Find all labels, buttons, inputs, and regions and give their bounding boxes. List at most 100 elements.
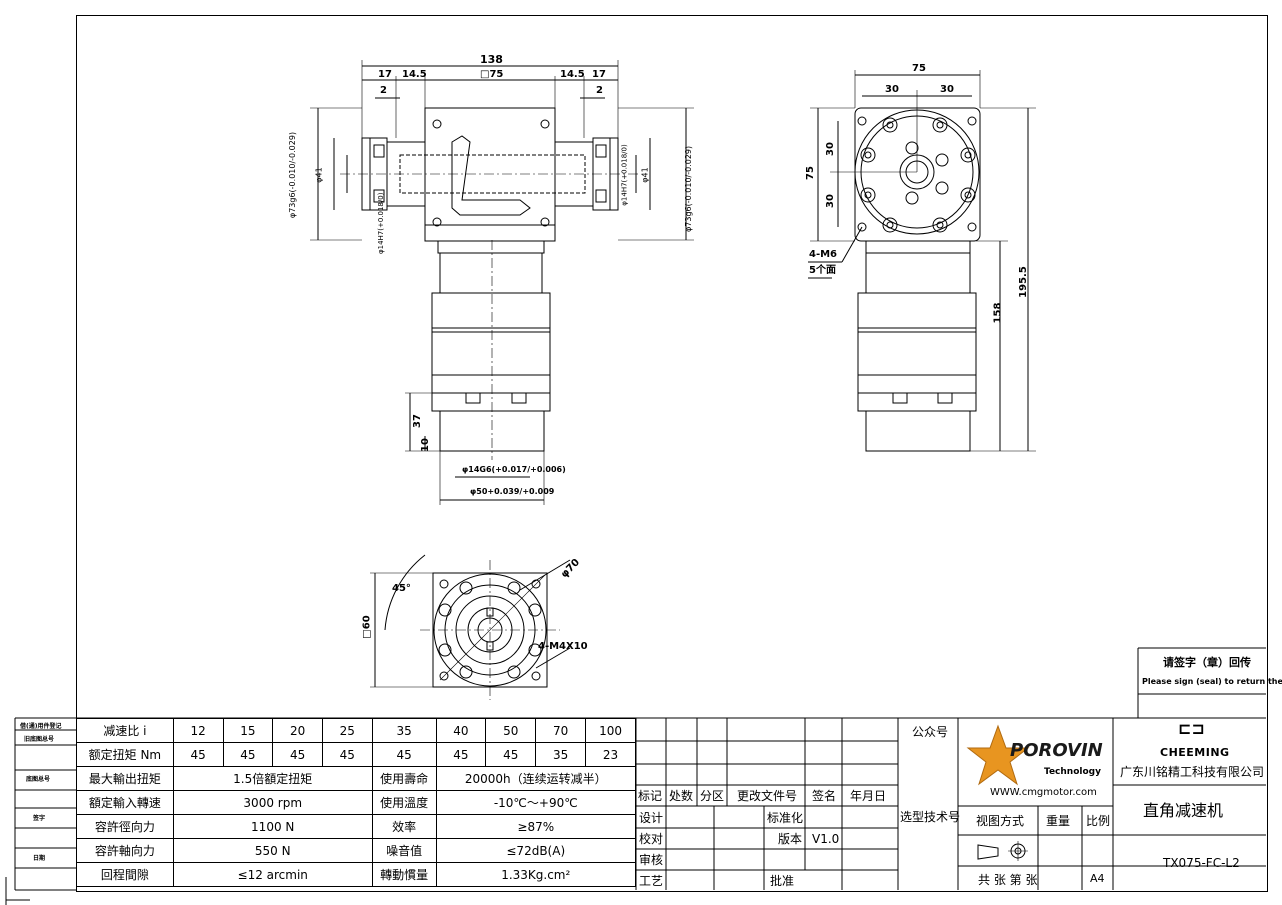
torque-row: 额定扭矩 Nm 45 45 45 45 45 45 45 35 23 bbox=[76, 742, 636, 767]
spec-label: 容許軸向力 bbox=[76, 838, 174, 863]
gearbox-body bbox=[424, 107, 556, 242]
dim-right-dia-14: φ14H7(+0.018/0) bbox=[620, 144, 629, 206]
spec-row: 回程間隙 ≤12 arcmin 轉動慣量 1.33Kg.cm² bbox=[76, 862, 637, 887]
spec-value: -10℃～+90℃ bbox=[435, 790, 637, 815]
dim-side-v30-bot: 30 bbox=[824, 194, 836, 208]
dim-side-30-left: 30 bbox=[885, 84, 899, 95]
dim-right-17: 17 bbox=[592, 69, 606, 80]
ratio-label: 减速比 i bbox=[76, 718, 174, 743]
label-approve: 批准 bbox=[770, 874, 795, 888]
stamp-date: 日期 bbox=[33, 855, 46, 862]
spec-row: 容許軸向力 550 N 噪音值 ≤72dB(A) bbox=[76, 838, 637, 863]
dim-shaft-37: 37 bbox=[411, 414, 423, 428]
dim-center-sq: □75 bbox=[480, 69, 504, 80]
spec-table: 减速比 i 12 15 20 25 35 40 50 70 100 额定扭矩 N… bbox=[76, 718, 637, 887]
dim-left-dia-14: φ14H7(+0.018/0) bbox=[377, 192, 385, 254]
torque-cell: 35 bbox=[535, 742, 587, 767]
company-logo: CHEEMING bbox=[1160, 746, 1230, 759]
rev-header-zone: 分区 bbox=[700, 789, 725, 803]
spec-row: 額定輸入轉速 3000 rpm 使用溫度 -10℃～+90℃ bbox=[76, 790, 637, 815]
dim-shaft-dia-14: φ14G6(+0.017/+0.006) bbox=[462, 465, 566, 474]
label-scale: 比例 bbox=[1086, 814, 1111, 828]
torque-cell: 45 bbox=[435, 742, 487, 767]
spec-label: 容許徑向力 bbox=[76, 814, 174, 839]
rev-header-count: 处数 bbox=[669, 789, 694, 803]
label-wechat: 公众号 bbox=[912, 725, 949, 739]
ratio-cell: 70 bbox=[535, 718, 587, 743]
dim-left-2: 2 bbox=[380, 85, 387, 96]
label-select-tech: 选型技术号 bbox=[900, 810, 961, 824]
spec-value: 20000h（连续运转减半） bbox=[435, 766, 637, 791]
label-design: 设计 bbox=[639, 811, 664, 825]
dim-shaft-10: 10 bbox=[419, 438, 431, 452]
seal-title: 请签字（章）回传 bbox=[1163, 656, 1251, 669]
torque-cell: 45 bbox=[222, 742, 274, 767]
dim-side-thread: 4-M6 bbox=[809, 249, 838, 260]
rev-header-date: 年月日 bbox=[850, 789, 887, 803]
label-view-method: 视图方式 bbox=[976, 814, 1025, 828]
label-version: 版本 bbox=[778, 832, 803, 846]
spec-label: 使用壽命 bbox=[371, 766, 437, 791]
spec-value: ≥87% bbox=[435, 814, 637, 839]
seal-subtitle: Please sign (seal) to return the call bbox=[1142, 677, 1282, 686]
dim-side-30-right: 30 bbox=[940, 84, 954, 95]
model-number: TX075-FC-L2 bbox=[1163, 856, 1240, 870]
dim-total-width: 138 bbox=[480, 53, 503, 66]
dim-left-17: 17 bbox=[378, 69, 392, 80]
dim-right-2: 2 bbox=[596, 85, 603, 96]
dim-left-14-5: 14.5 bbox=[402, 69, 427, 80]
ratio-row: 减速比 i 12 15 20 25 35 40 50 70 100 bbox=[76, 718, 636, 743]
label-process: 工艺 bbox=[639, 874, 664, 888]
value-version: V1.0 bbox=[812, 832, 840, 846]
spec-row: 容許徑向力 1100 N 效率 ≥87% bbox=[76, 814, 637, 839]
dim-left-dia-41: φ41 bbox=[314, 167, 324, 183]
dim-side-158: 158 bbox=[992, 302, 1004, 324]
rev-header-sign: 签名 bbox=[812, 789, 837, 803]
label-standard: 标准化 bbox=[767, 811, 804, 825]
drawing-frame bbox=[76, 15, 1268, 892]
brand-sub: Technology bbox=[1044, 767, 1101, 777]
torque-cell: 23 bbox=[585, 742, 636, 767]
dim-right-14-5: 14.5 bbox=[560, 69, 585, 80]
ratio-cell: 40 bbox=[435, 718, 487, 743]
dim-right-dia-73: φ73g6(-0.010/-0.029) bbox=[684, 145, 693, 232]
rev-header-mark: 标记 bbox=[638, 789, 663, 803]
dim-shaft-dia-50: φ50+0.039/+0.009 bbox=[470, 487, 555, 496]
spec-label: 額定輸入轉速 bbox=[76, 790, 174, 815]
company-logo-icon: ⊏⊐ bbox=[1178, 719, 1205, 738]
dim-left-dia-73: φ73g6(-0.010/-0.029) bbox=[288, 131, 298, 219]
spec-value: 1.33Kg.cm² bbox=[435, 862, 637, 887]
label-check: 校对 bbox=[639, 832, 664, 846]
dim-side-v75: 75 bbox=[804, 166, 816, 180]
spec-value: 1100 N bbox=[172, 814, 373, 839]
torque-cell: 45 bbox=[371, 742, 437, 767]
rev-header-doc: 更改文件号 bbox=[737, 789, 798, 803]
label-weight: 重量 bbox=[1046, 814, 1071, 828]
dim-side-195: 195.5 bbox=[1017, 266, 1029, 298]
stamp-old-base: 旧底图总号 bbox=[24, 736, 55, 743]
spec-label: 噪音值 bbox=[371, 838, 437, 863]
spec-value: ≤72dB(A) bbox=[435, 838, 637, 863]
dim-right-dia-41: φ41 bbox=[640, 167, 650, 183]
stamp-sign: 签字 bbox=[33, 815, 46, 822]
torque-cell: 45 bbox=[272, 742, 323, 767]
dim-side-faces: 5个面 bbox=[809, 265, 836, 276]
dim-bottom-sq60: □60 bbox=[361, 615, 373, 639]
ratio-cell: 35 bbox=[371, 718, 437, 743]
brand-website: WWW.cmgmotor.com bbox=[990, 787, 1097, 798]
torque-cell: 45 bbox=[321, 742, 373, 767]
label-paper: A4 bbox=[1090, 872, 1105, 885]
dim-side-v30-top: 30 bbox=[824, 142, 836, 156]
ratio-cell: 25 bbox=[321, 718, 373, 743]
spec-value: ≤12 arcmin bbox=[172, 862, 373, 887]
ratio-cell: 100 bbox=[585, 718, 636, 743]
label-review: 审核 bbox=[639, 853, 664, 867]
torque-label: 额定扭矩 Nm bbox=[76, 742, 174, 767]
brand-name: POROVIN bbox=[1010, 740, 1103, 761]
spec-label: 效率 bbox=[371, 814, 437, 839]
spec-value: 3000 rpm bbox=[172, 790, 373, 815]
spec-label: 最大輸出扭矩 bbox=[76, 766, 174, 791]
company-name: 广东川铭精工科技有限公司 bbox=[1120, 765, 1265, 779]
dim-bottom-angle: 45° bbox=[392, 583, 411, 594]
